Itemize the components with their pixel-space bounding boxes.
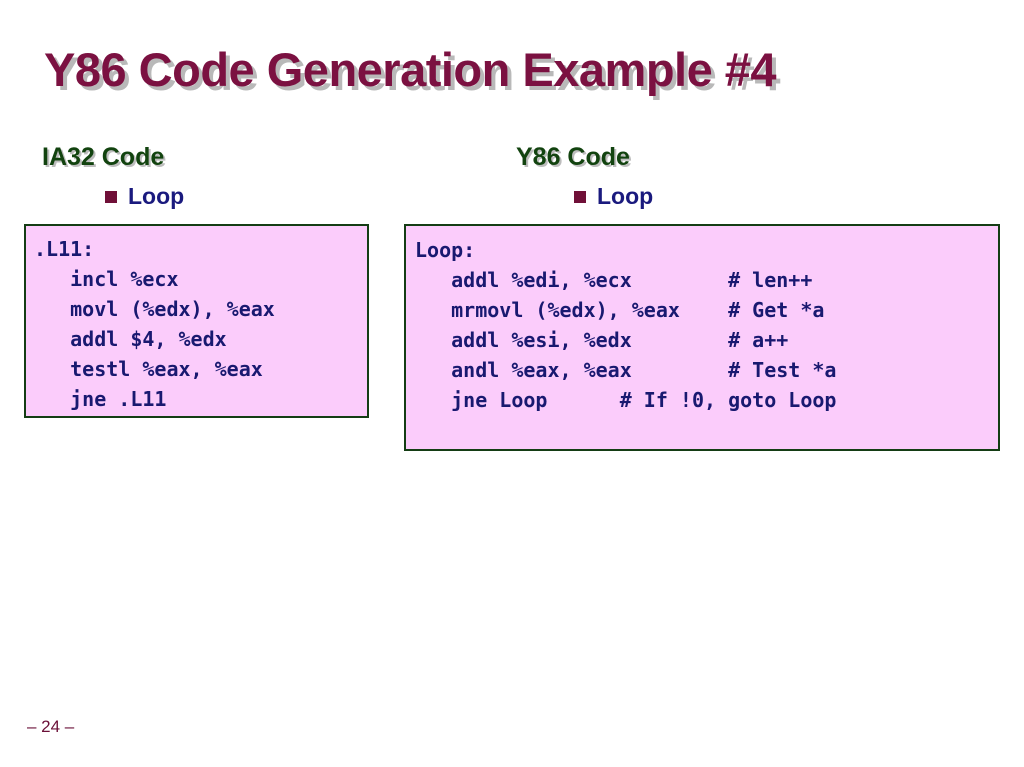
ia32-code-listing: .L11: incl %ecx movl (%edx), %eax addl $… [26, 226, 367, 414]
code-line: incl %ecx [34, 267, 179, 291]
ia32-code-block: .L11: incl %ecx movl (%edx), %eax addl $… [24, 224, 369, 418]
y86-loop-bullet-label: Loop [597, 183, 654, 209]
code-line: addl %edi, %ecx # len++ [415, 268, 813, 292]
slide-page-number: – 24 – [27, 717, 75, 736]
square-bullet-icon [574, 190, 586, 203]
y86-code-block: Loop: addl %edi, %ecx # len++ mrmovl (%e… [404, 224, 1000, 451]
ia32-column-heading: IA32 Code [42, 143, 165, 171]
code-line: movl (%edx), %eax [34, 297, 275, 321]
code-line: andl %eax, %eax # Test *a [415, 358, 837, 382]
code-line: addl $4, %edx [34, 327, 227, 351]
code-line: Loop: [415, 238, 476, 262]
code-line: .L11: [34, 237, 95, 261]
code-line: mrmovl (%edx), %eax # Get *a [415, 298, 825, 322]
y86-column-heading: Y86 Code [516, 143, 630, 171]
code-line: testl %eax, %eax [34, 357, 263, 381]
y86-loop-bullet-item: Loop [574, 185, 653, 208]
square-bullet-icon [105, 190, 117, 203]
code-line: addl %esi, %edx # a++ [415, 328, 789, 352]
y86-code-listing: Loop: addl %edi, %ecx # len++ mrmovl (%e… [406, 226, 998, 415]
code-line: jne Loop # If !0, goto Loop [415, 388, 837, 412]
page-title: Y86 Code Generation Example #4 [44, 43, 777, 96]
ia32-loop-bullet-label: Loop [128, 183, 185, 209]
code-line: jne .L11 [34, 387, 167, 411]
ia32-loop-bullet-item: Loop [105, 185, 184, 208]
